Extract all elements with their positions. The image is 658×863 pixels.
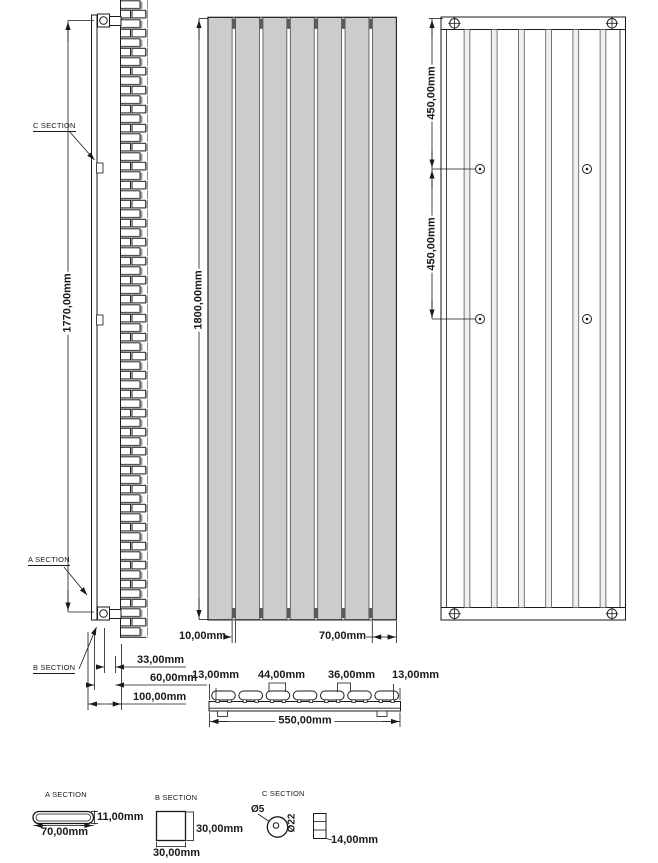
front-view xyxy=(196,16,397,643)
dim-label-36: 36,00mm xyxy=(328,669,376,681)
plan-panel-oval xyxy=(292,690,318,701)
front-panel xyxy=(372,17,397,621)
wall-brick-pattern xyxy=(120,0,148,638)
corner-screws xyxy=(448,17,619,620)
dim-label-10: 10,00mm xyxy=(179,630,227,642)
side-view xyxy=(63,0,207,710)
section-c-disc-dia: Ø22 xyxy=(286,813,298,833)
dim-label-450-upper: 450,00mm xyxy=(425,64,439,122)
dim-label-1800: 1800,00mm xyxy=(192,268,206,332)
plan-panel-foot xyxy=(363,699,368,703)
section-a-drawing xyxy=(32,810,98,829)
plan-panel-oval xyxy=(320,690,345,701)
callout-c-section: C SECTION xyxy=(33,121,76,132)
section-a-width: 70,00mm xyxy=(41,826,89,838)
back-panel-gap xyxy=(572,29,580,608)
section-b-drawing xyxy=(155,810,194,848)
gap-connector-bottom xyxy=(259,608,263,619)
gap-connector-top xyxy=(286,18,291,29)
section-a-title: A SECTION xyxy=(45,790,87,799)
section-c-hole-dia: Ø5 xyxy=(251,804,265,815)
plan-panel-foot xyxy=(336,699,341,703)
plan-panel-foot xyxy=(215,699,220,703)
dim-label-13-left: 13,00mm xyxy=(192,669,240,681)
gap-connector-bottom xyxy=(341,608,346,619)
gap-connector-bottom xyxy=(368,608,373,619)
plan-panel-foot xyxy=(281,699,286,703)
mounting-tab-lower xyxy=(96,314,104,326)
front-panel xyxy=(344,17,370,621)
dim-10 xyxy=(223,621,237,643)
gap-connector-bottom xyxy=(286,608,291,619)
plan-tab-right xyxy=(376,710,388,717)
section-b-title: B SECTION xyxy=(155,793,198,802)
plan-panel-foot xyxy=(297,699,302,703)
front-panel xyxy=(289,17,315,621)
front-panel xyxy=(235,17,260,621)
section-a-height: 11,00mm xyxy=(97,811,144,823)
top-bracket xyxy=(97,13,122,28)
back-panel-gap xyxy=(545,29,552,608)
section-b-width: 30,00mm xyxy=(153,847,201,859)
dim-label-33: 33,00mm xyxy=(137,654,185,666)
plan-panel-foot xyxy=(324,699,329,703)
depth-dims xyxy=(85,628,207,710)
dim-label-550: 550,00mm xyxy=(275,715,335,727)
plan-panel-oval xyxy=(374,690,399,701)
plan-tab-left xyxy=(217,710,228,717)
back-view xyxy=(429,16,626,621)
section-b-height: 30,00mm xyxy=(196,823,244,835)
front-panel xyxy=(262,17,288,621)
bottom-bracket xyxy=(97,606,122,621)
dim-label-44: 44,00mm xyxy=(258,669,306,681)
plan-panel-oval xyxy=(265,690,291,701)
gap-connector-top xyxy=(232,18,236,29)
callout-a-section: A SECTION xyxy=(28,555,70,566)
back-panel-gap xyxy=(518,29,525,608)
callout-b-section: B SECTION xyxy=(33,663,76,674)
dim-label-450-lower: 450,00mm xyxy=(425,215,439,273)
mounting-holes xyxy=(475,164,592,324)
plan-panel-foot xyxy=(378,699,383,703)
section-c-thickness: 14,00mm xyxy=(331,834,379,846)
gap-connector-top xyxy=(368,18,373,29)
dim-label-70: 70,00mm xyxy=(319,630,367,642)
leader-c-section xyxy=(68,130,95,161)
back-panel-gap xyxy=(599,29,607,608)
plan-panel-foot xyxy=(351,699,356,703)
section-c-title: C SECTION xyxy=(262,789,305,798)
dim-label-100: 100,00mm xyxy=(133,691,187,703)
plan-panel-oval xyxy=(211,690,236,701)
plan-panel-oval xyxy=(238,690,263,701)
gap-connector-bottom xyxy=(232,608,236,619)
plan-dims xyxy=(209,682,401,700)
gap-connector-top xyxy=(341,18,346,29)
back-panel-gap xyxy=(490,29,498,608)
leader-a-section xyxy=(63,566,88,596)
plan-panel-foot xyxy=(254,699,259,703)
mounting-tab-upper xyxy=(96,162,104,174)
plan-panel-foot xyxy=(308,699,314,703)
front-panel xyxy=(317,17,342,621)
plan-panel-foot xyxy=(390,699,395,703)
gap-connector-top xyxy=(314,18,318,29)
front-panel xyxy=(207,17,233,621)
section-c-drawing xyxy=(257,813,333,841)
gap-connector-top xyxy=(259,18,263,29)
plan-panel-foot xyxy=(269,699,275,703)
dim-70 xyxy=(366,621,397,643)
dim-label-1770: 1770,00mm xyxy=(61,271,75,335)
gap-connector-bottom xyxy=(314,608,318,619)
dim-label-60: 60,00mm xyxy=(150,672,198,684)
plan-panel-oval xyxy=(347,690,372,701)
back-panel-gap xyxy=(463,29,471,608)
plan-panel-foot xyxy=(227,699,232,703)
plan-panel-foot xyxy=(242,699,247,703)
dim-label-13-right: 13,00mm xyxy=(392,669,440,681)
